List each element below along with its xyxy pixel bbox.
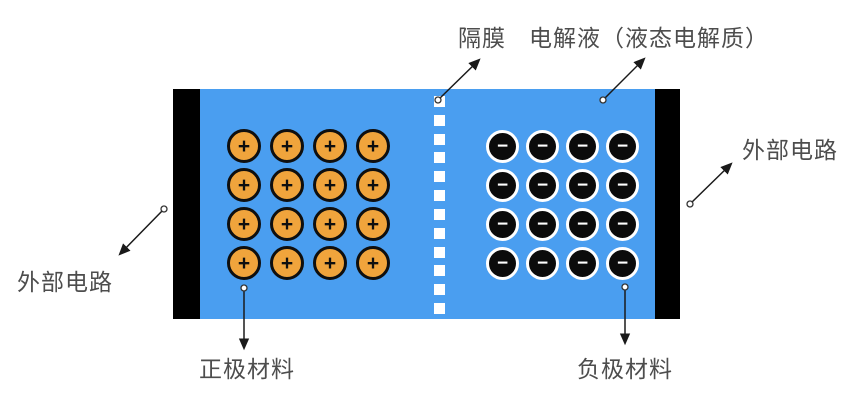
separator-dash [434, 284, 445, 296]
positive-ion: + [313, 207, 347, 241]
negative-ion: − [526, 208, 559, 241]
positive-ion: + [356, 207, 390, 241]
electrolyte-label: 电解液（液态电解质） [529, 25, 769, 51]
positive-ion: + [270, 129, 304, 163]
external-circuit-label-left: 外部电路 [17, 269, 113, 295]
positive-ion: + [356, 129, 390, 163]
positive-ion: + [270, 168, 304, 202]
separator-dash [434, 152, 445, 164]
negative-ion: − [606, 247, 639, 280]
negative-ion: − [526, 169, 559, 202]
external-circuit-left-anchor-dot [160, 205, 168, 213]
negative-ion-grid: −−−−−−−−−−−−−−−− [486, 130, 639, 280]
battery-body [173, 89, 680, 319]
positive-ion: + [227, 246, 261, 280]
separator-dash [434, 246, 445, 258]
positive-ion: + [227, 207, 261, 241]
positive-ion: + [227, 168, 261, 202]
separator-dashes [434, 96, 445, 314]
external-circuit-right-anchor-dot [686, 200, 694, 208]
negative-electrode-bar [655, 89, 680, 319]
separator-dash [434, 302, 445, 314]
positive-ion: + [313, 129, 347, 163]
separator-dash [434, 96, 445, 107]
positive-ion: + [313, 246, 347, 280]
negative-ion: − [486, 169, 519, 202]
external-circuit-right-arrow [689, 162, 733, 205]
positive-ion: + [270, 246, 304, 280]
negative-material-label: 负极材料 [577, 356, 673, 382]
positive-ion: + [356, 168, 390, 202]
separator-dash [434, 190, 445, 202]
positive-material-label: 正极材料 [199, 356, 295, 382]
separator-dash [434, 133, 445, 145]
external-circuit-left-arrow [118, 208, 165, 256]
separator-dash [434, 265, 445, 277]
separator-dash [434, 227, 445, 239]
negative-ion: − [566, 208, 599, 241]
negative-ion: − [606, 169, 639, 202]
positive-electrode-bar [173, 89, 200, 319]
negative-ion: − [526, 247, 559, 280]
external-circuit-label-right: 外部电路 [742, 137, 838, 163]
negative-ion: − [526, 130, 559, 163]
negative-ion: − [566, 169, 599, 202]
negative-ion: − [606, 208, 639, 241]
negative-ion: − [486, 130, 519, 163]
negative-ion: − [486, 247, 519, 280]
positive-ion-grid: + + + + + + + + + + + + + + + + [227, 129, 390, 280]
negative-ion: − [486, 208, 519, 241]
negative-ion: − [566, 247, 599, 280]
positive-ion: + [270, 207, 304, 241]
negative-ion: − [566, 130, 599, 163]
positive-ion: + [356, 246, 390, 280]
positive-ion: + [227, 129, 261, 163]
separator-dash [434, 114, 445, 126]
electrolyte-region [200, 89, 655, 319]
separator-dash [434, 171, 445, 183]
separator-dash [434, 208, 445, 220]
negative-ion: − [606, 130, 639, 163]
positive-ion: + [313, 168, 347, 202]
separator-label: 隔膜 [458, 25, 506, 51]
